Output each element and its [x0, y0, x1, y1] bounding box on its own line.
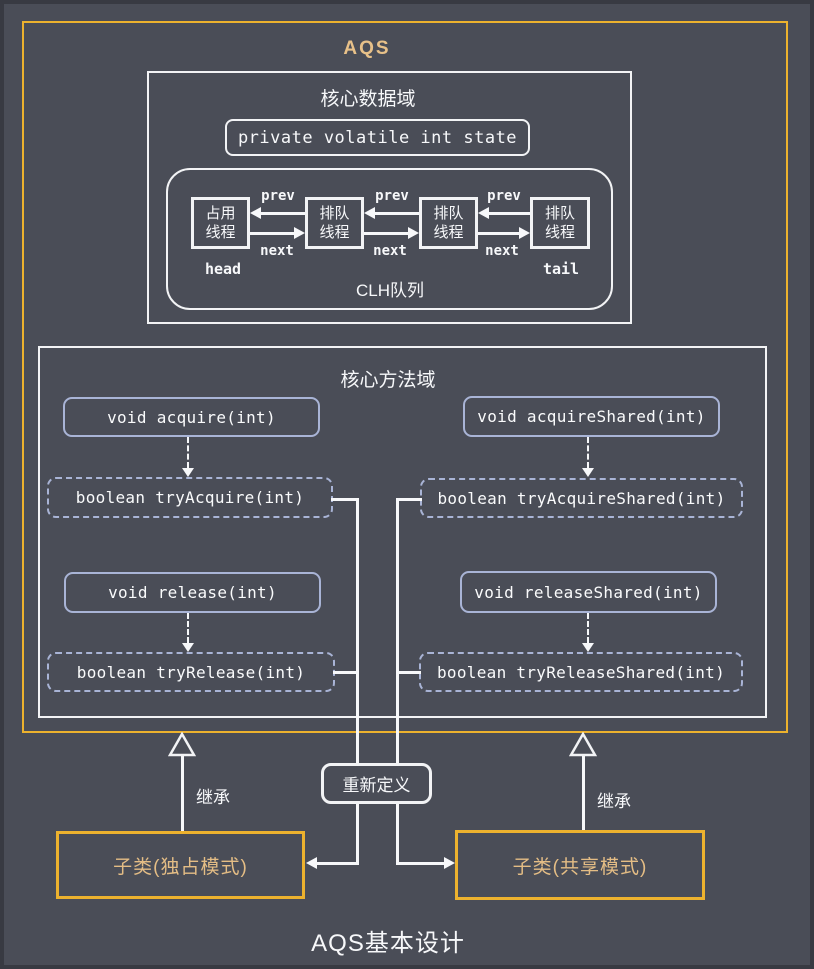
- clh-node-line: 排队: [319, 204, 350, 222]
- prev-arrowhead-icon: [364, 207, 375, 219]
- core-method-domain-title: 核心方法域: [340, 370, 436, 391]
- inherit-label-right: 继承: [597, 792, 631, 811]
- inheritance-line: [582, 756, 585, 830]
- clh-node-queued-thread-1: 排队 线程: [305, 197, 364, 249]
- next-arrowhead-icon: [408, 227, 419, 239]
- inheritance-triangle-icon: [569, 732, 597, 757]
- prev-arrowhead-icon: [478, 207, 489, 219]
- redefine-box: 重新定义: [321, 763, 432, 804]
- aqs-frame-box: [22, 21, 788, 733]
- prev-label: prev: [375, 188, 409, 204]
- dashed-arrow-line: [587, 437, 589, 468]
- inheritance-triangle-icon: [168, 732, 196, 757]
- next-arrow-line: [478, 232, 521, 235]
- try-release-shared-box: boolean tryReleaseShared(int): [419, 652, 743, 692]
- subclass-shared-box: 子类(共享模式): [455, 830, 705, 900]
- prev-label: prev: [261, 188, 295, 204]
- dashed-arrowhead-icon: [582, 468, 594, 477]
- dashed-arrowhead-icon: [182, 643, 194, 652]
- clh-node-line: 线程: [544, 224, 575, 241]
- connector-vertical-line: [356, 498, 359, 865]
- next-label: next: [260, 243, 294, 259]
- connector-stub: [396, 498, 422, 501]
- connector-vertical-line: [396, 498, 399, 865]
- connector-stub: [333, 671, 359, 674]
- acquire-shared-box: void acquireShared(int): [463, 396, 720, 437]
- next-label: next: [485, 243, 519, 259]
- connector-horizontal-line: [396, 862, 445, 865]
- next-label: next: [373, 243, 407, 259]
- aqs-title: AQS: [343, 38, 391, 59]
- prev-arrow-line: [259, 212, 305, 215]
- dashed-arrow-line: [187, 437, 189, 468]
- release-shared-box: void releaseShared(int): [460, 571, 717, 613]
- release-box: void release(int): [64, 572, 321, 613]
- clh-node-line: 占用: [205, 204, 236, 222]
- connector-stub: [331, 498, 359, 501]
- clh-queue-caption: CLH队列: [355, 281, 425, 300]
- core-method-domain-box: [38, 346, 767, 718]
- try-acquire-shared-box: boolean tryAcquireShared(int): [420, 478, 743, 518]
- clh-node-queued-thread-2: 排队 线程: [419, 197, 478, 249]
- head-label: head: [204, 260, 242, 278]
- state-declaration-box: private volatile int state: [225, 119, 530, 156]
- clh-node-line: 线程: [319, 224, 350, 241]
- dashed-arrow-line: [187, 613, 189, 643]
- prev-arrowhead-icon: [250, 207, 261, 219]
- next-arrowhead-icon: [294, 227, 305, 239]
- dashed-arrow-line: [587, 613, 589, 643]
- subclass-exclusive-box: 子类(独占模式): [56, 831, 305, 899]
- prev-arrow-line: [487, 212, 530, 215]
- try-release-box: boolean tryRelease(int): [47, 652, 335, 692]
- prev-arrow-line: [373, 212, 419, 215]
- next-arrowhead-icon: [519, 227, 530, 239]
- clh-node-line: 线程: [433, 224, 464, 241]
- clh-node-line: 排队: [433, 204, 464, 222]
- connector-horizontal-line: [314, 862, 359, 865]
- core-data-domain-title: 核心数据域: [320, 89, 416, 110]
- clh-queue-container: [166, 168, 613, 310]
- inherit-label-left: 继承: [196, 788, 230, 807]
- next-arrow-line: [364, 232, 410, 235]
- next-arrow-line: [250, 232, 296, 235]
- dashed-arrowhead-icon: [582, 643, 594, 652]
- diagram-caption: AQS基本设计: [311, 930, 465, 957]
- dashed-arrowhead-icon: [182, 468, 194, 477]
- inheritance-line: [181, 756, 184, 831]
- connector-arrowhead-icon: [444, 857, 455, 869]
- connector-stub: [396, 671, 421, 674]
- core-data-domain-box: [147, 71, 632, 324]
- try-acquire-box: boolean tryAcquire(int): [47, 477, 333, 518]
- acquire-box: void acquire(int): [63, 397, 320, 437]
- tail-label: tail: [542, 260, 580, 278]
- clh-node-line: 线程: [205, 224, 236, 241]
- clh-node-queued-thread-3: 排队 线程: [530, 197, 590, 249]
- connector-arrowhead-icon: [306, 857, 317, 869]
- clh-node-occupying-thread: 占用 线程: [191, 197, 250, 249]
- prev-label: prev: [487, 188, 521, 204]
- clh-node-line: 排队: [544, 204, 575, 222]
